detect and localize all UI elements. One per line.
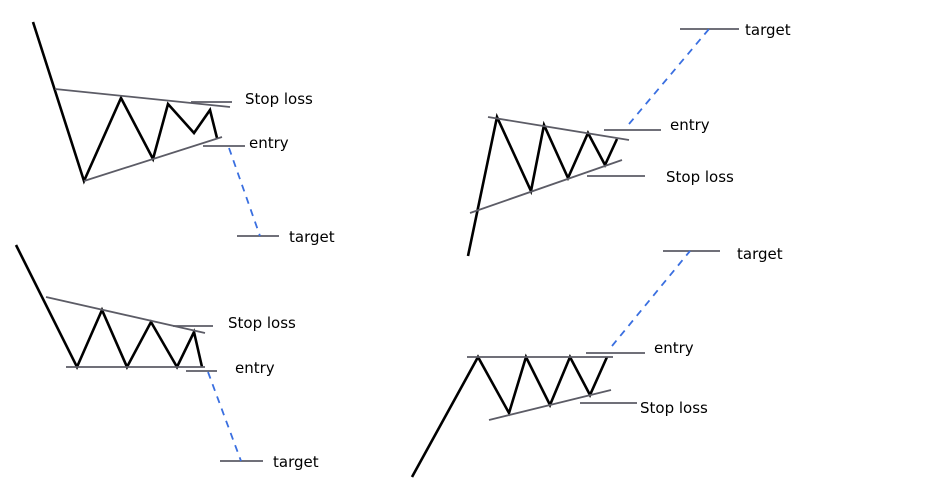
upper-trendline (54, 88, 231, 108)
projection-line (228, 147, 261, 237)
pattern-top-left: Stop loss entry target (31, 21, 335, 246)
price-line (410, 353, 609, 478)
entry-label: entry (235, 359, 275, 377)
entry-label: entry (670, 116, 710, 134)
entry-label: entry (249, 134, 289, 152)
lower-trendline (83, 136, 223, 182)
target-label: target (289, 228, 335, 246)
lower-trendline (488, 389, 612, 421)
target-label: target (273, 453, 319, 471)
stop-loss-label: Stop loss (228, 314, 296, 332)
pattern-bottom-left: Stop loss entry target (14, 244, 319, 471)
stop-loss-label: Stop loss (245, 90, 313, 108)
pattern-bottom-right: target entry Stop loss (410, 245, 783, 478)
entry-label: entry (654, 339, 694, 357)
projection-line (611, 250, 691, 347)
price-line (31, 21, 219, 185)
upper-trendline (487, 116, 630, 141)
projection-line (207, 371, 242, 462)
price-line (466, 112, 619, 257)
target-label: target (745, 21, 791, 39)
stop-loss-label: Stop loss (666, 168, 734, 186)
upper-trendline (45, 296, 206, 334)
pattern-top-right: target entry Stop loss (466, 21, 791, 257)
stop-loss-label: Stop loss (640, 399, 708, 417)
price-line (14, 244, 204, 371)
target-label: target (737, 245, 783, 263)
projection-line (628, 28, 710, 125)
lower-trendline (469, 159, 623, 214)
